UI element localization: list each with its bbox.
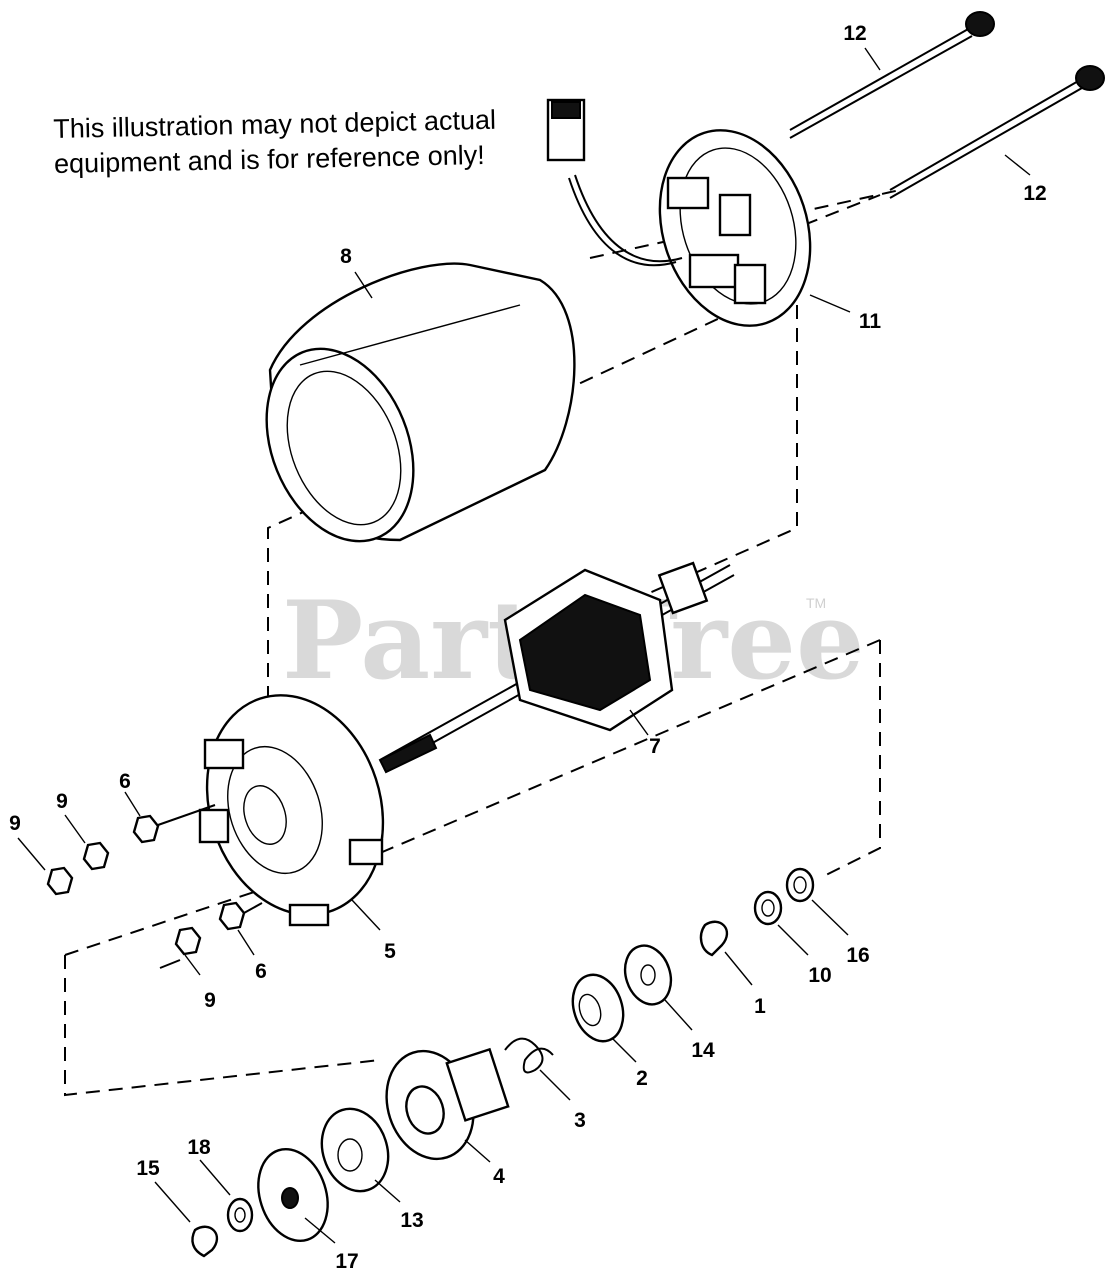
- callout-12-upper: 12: [843, 22, 866, 45]
- callout-16: 16: [846, 944, 869, 967]
- callout-6-a: 6: [119, 770, 131, 793]
- callout-8: 8: [340, 245, 352, 268]
- callout-9-c: 9: [204, 989, 216, 1012]
- callout-11: 11: [859, 310, 882, 333]
- leader-lines: [17, 47, 1031, 1244]
- drive-end-cap: [198, 694, 385, 927]
- callout-7: 7: [649, 735, 661, 758]
- callout-18: 18: [187, 1136, 211, 1159]
- end-cap-assembly: [546, 98, 812, 327]
- callout-13: 13: [400, 1209, 423, 1232]
- drive-components: [191, 867, 815, 1258]
- callout-1: 1: [754, 995, 766, 1018]
- callout-labels: 12 12 11 8 7 9 9 6 9 6 5 1 10 16 14 2 3 …: [9, 22, 1047, 1273]
- armature: [378, 561, 735, 774]
- callout-3: 3: [574, 1109, 586, 1132]
- callout-14: 14: [691, 1039, 715, 1062]
- callout-9-a: 9: [9, 812, 21, 835]
- callout-5: 5: [384, 940, 396, 963]
- callout-6-b: 6: [255, 960, 267, 983]
- callout-10: 10: [808, 964, 831, 987]
- watermark-trademark: TM: [806, 595, 826, 611]
- callout-17: 17: [335, 1250, 358, 1273]
- callout-12-lower: 12: [1023, 182, 1046, 205]
- callout-4: 4: [493, 1165, 505, 1188]
- callout-9-b: 9: [56, 790, 68, 813]
- hex-nuts: [46, 804, 263, 969]
- through-bolts: [789, 11, 1105, 199]
- callout-15: 15: [136, 1157, 160, 1180]
- motor-housing: [265, 262, 576, 543]
- callout-2: 2: [636, 1067, 648, 1090]
